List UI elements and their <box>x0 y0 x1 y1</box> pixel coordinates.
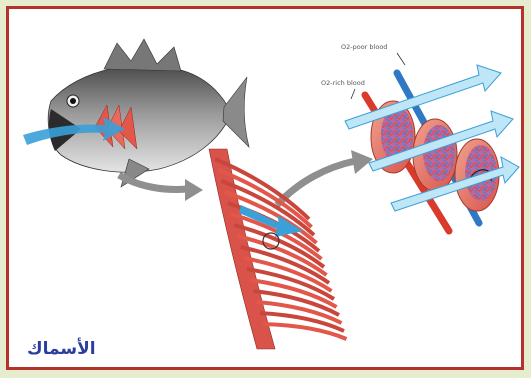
zoom-arrow-1-head <box>185 179 203 201</box>
zoom-arrow-2 <box>277 161 355 205</box>
gill-filaments <box>209 149 347 349</box>
dorsal-fin <box>104 39 181 71</box>
o2-rich-label: O2-rich blood <box>321 79 365 87</box>
caption-fish: الأسماك <box>27 339 96 359</box>
diagram-frame: O2-poor blood O2-rich blood الأسماك <box>6 6 524 370</box>
o2-rich-leader <box>351 89 355 99</box>
gill-lamellae: O2-poor blood O2-rich blood <box>321 43 519 231</box>
fish-body <box>48 65 231 172</box>
zoom-arrow-1 <box>119 175 187 189</box>
o2-poor-label: O2-poor blood <box>341 43 387 51</box>
gill-diagram: O2-poor blood O2-rich blood <box>9 9 521 367</box>
pupil <box>70 98 76 104</box>
zoom-arrow-2-head <box>351 150 373 174</box>
o2-poor-leader <box>397 53 405 65</box>
tail-fin <box>223 77 249 147</box>
